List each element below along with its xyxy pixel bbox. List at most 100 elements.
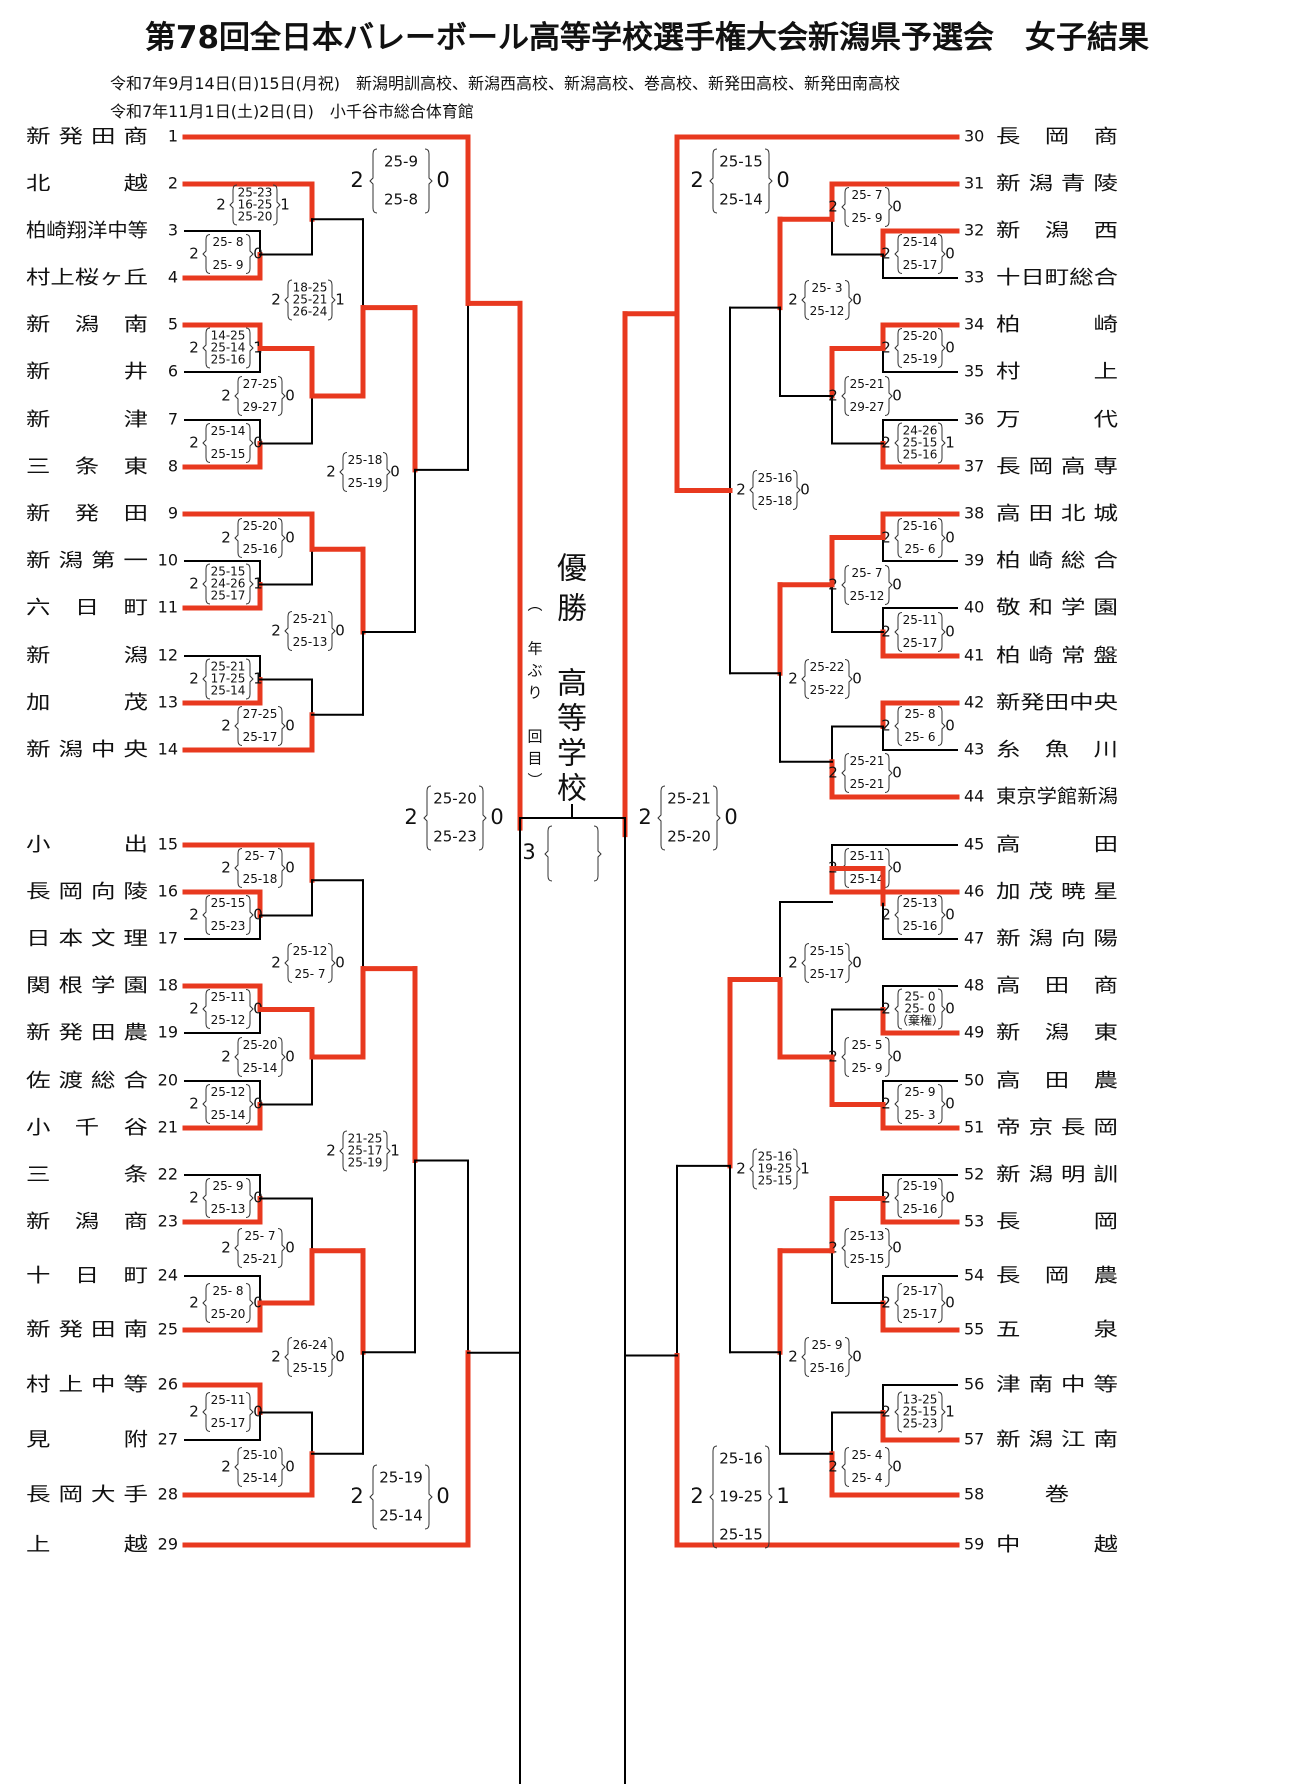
- set-score: 19-25: [719, 1488, 763, 1506]
- team-number: 12: [158, 646, 178, 665]
- set-score: 25-14: [211, 341, 246, 355]
- team-name: 帝 京 長 岡: [996, 1117, 1118, 1139]
- set-score: 13-25: [903, 1393, 938, 1407]
- brace-close: [792, 470, 801, 510]
- set-score: 25-16: [719, 1450, 763, 1468]
- team-number: 24: [158, 1266, 178, 1285]
- sets-lost: 0: [852, 954, 862, 972]
- champion-note-char: ︶: [527, 772, 542, 790]
- brace-close: [245, 234, 254, 274]
- sets-lost: 0: [945, 717, 955, 735]
- team-name: 高 田: [996, 834, 1118, 856]
- set-score: 25-16: [903, 448, 938, 462]
- team-number: 26: [158, 1375, 178, 1394]
- brace-close: [844, 659, 853, 699]
- set-score: 25-14: [243, 1061, 278, 1075]
- team-name: 十日町総合: [996, 267, 1118, 289]
- brace-close: [937, 422, 946, 464]
- team-number: 43: [964, 740, 984, 759]
- sets-won: 2: [189, 1000, 199, 1018]
- set-score: 25-20: [211, 1307, 246, 1321]
- brace-open: [894, 1283, 903, 1323]
- set-score: 25-12: [211, 1085, 246, 1099]
- brace-open: [339, 452, 348, 492]
- team-name: 小 千 谷: [26, 1117, 148, 1139]
- brace-close: [884, 753, 893, 793]
- team-name: 長 岡 農: [996, 1265, 1118, 1287]
- sets-lost: 0: [285, 387, 295, 405]
- team-number: 42: [964, 693, 984, 712]
- set-score: 25- 7: [851, 566, 882, 580]
- sets-won: 2: [189, 575, 199, 593]
- team-number: 29: [158, 1535, 178, 1554]
- brace-open: [284, 611, 293, 651]
- sets-lost: 1: [945, 1403, 955, 1421]
- sets-lost: 0: [335, 954, 345, 972]
- set-score: 25-17: [810, 967, 845, 981]
- set-score: 25- 8: [904, 707, 935, 721]
- set-score: 29-27: [850, 400, 885, 414]
- team-number: 52: [964, 1165, 984, 1184]
- team-number: 46: [964, 882, 984, 901]
- brace-close: [937, 706, 946, 746]
- set-score: 25-15: [211, 896, 246, 910]
- final-score: [544, 825, 602, 882]
- brace-close: [937, 895, 946, 935]
- sets-lost: 0: [892, 859, 902, 877]
- set-score: 25-13: [903, 896, 938, 910]
- match-score: 225- 325-120: [788, 280, 862, 320]
- set-score: 16-25: [238, 198, 273, 212]
- set-score: 17-25: [211, 672, 246, 686]
- sets-lost: 0: [892, 1048, 902, 1066]
- team-name: 村 上: [996, 361, 1118, 383]
- sets-lost: 0: [945, 906, 955, 924]
- team-number: 55: [964, 1320, 984, 1339]
- sets-lost: 0: [253, 1403, 263, 1421]
- brace-close: [937, 234, 946, 274]
- brace-close: [277, 1228, 286, 1268]
- set-score: 25-21: [293, 612, 328, 626]
- brace-open: [749, 1148, 758, 1190]
- set-score: 25- 9: [851, 211, 882, 225]
- sets-won: 2: [881, 623, 891, 641]
- match-score: 225- 825- 90: [189, 234, 263, 274]
- sets-won: 2: [881, 1189, 891, 1207]
- team-entry-right: 58 巻: [964, 1484, 1118, 1506]
- sets-won: 2: [736, 481, 746, 499]
- brace-close: [937, 988, 946, 1030]
- set-score: 27-25: [243, 707, 278, 721]
- set-score: 27-25: [243, 377, 278, 391]
- team-name: 六 日 町: [26, 597, 148, 619]
- champion-note-char: ぶ: [527, 662, 542, 680]
- sets-won: 2: [271, 954, 281, 972]
- set-score: 25-15: [810, 944, 845, 958]
- brace-close: [424, 1464, 433, 1530]
- brace-close: [277, 376, 286, 416]
- brace-open: [841, 376, 850, 416]
- brace-close: [937, 518, 946, 558]
- champion-school-char: 校: [557, 772, 587, 807]
- brace-close: [245, 1283, 254, 1323]
- brace-open: [894, 1084, 903, 1124]
- brace-open: [894, 706, 903, 746]
- set-score: 25-23: [238, 186, 273, 200]
- match-score: 225- 725-210: [221, 1228, 295, 1268]
- team-number: 31: [964, 174, 984, 193]
- sets-lost: 0: [852, 670, 862, 688]
- set-score: 25-15: [719, 153, 763, 171]
